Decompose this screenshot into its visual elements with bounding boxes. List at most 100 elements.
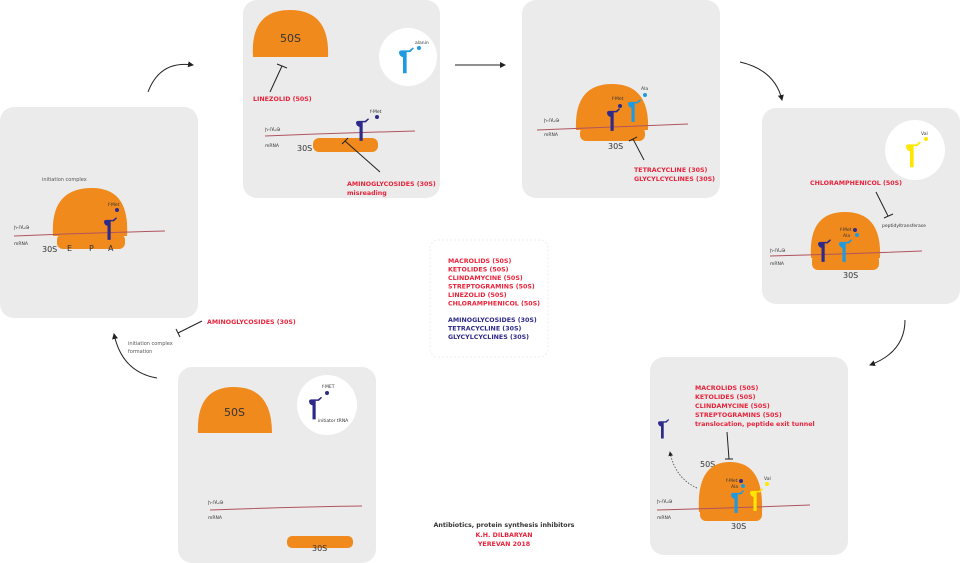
legend-item: MACROLIDS (50S) — [448, 258, 511, 265]
fmet-label: f-Met — [612, 96, 624, 102]
exit-arrow — [668, 451, 698, 489]
ribosome-30S — [700, 505, 762, 521]
inhibition-line — [269, 63, 288, 93]
30S-label: 30S — [312, 544, 327, 553]
initiation-step-annotation: AMINOGLYCOSIDES (30S) initiation complex… — [128, 319, 296, 355]
30S-label: 30S — [42, 245, 57, 254]
panel-translocation-content: MACROLIDS (50S) KETOLIDES (50S) CLINDAMY… — [656, 385, 815, 531]
macrolids-label: MACROLIDS (50S) — [695, 385, 758, 392]
aminoglycosides-label: AMINOGLYCOSIDES (30S) — [347, 181, 436, 188]
inhibition-line — [875, 191, 894, 219]
site-e: E — [67, 244, 72, 253]
trna-inset — [297, 375, 357, 435]
mrna-arm-label: ի-ՌՆԹ — [657, 499, 672, 505]
formation-label: formation — [128, 349, 152, 355]
legend-item: CHLORAMPHENICOL (50S) — [448, 301, 540, 308]
mrna-label: mRNA — [770, 261, 785, 267]
site-p: P — [89, 244, 94, 253]
val-label: Val — [764, 476, 771, 482]
mrna-arm-label: ի-ՌՆԹ — [544, 118, 559, 124]
chloramphenicol-label: CHLORAMPHENICOL (50S) — [810, 180, 902, 187]
streptogramins-label: STREPTOGRAMINS (50S) — [695, 412, 782, 419]
fmet-label: f-Met — [840, 227, 852, 233]
flow-arrow — [739, 61, 784, 101]
legend-item: KETOLIDES (50S) — [448, 267, 509, 274]
fmet-label: f-Met — [108, 202, 120, 208]
panel-top-content: 50S alanin LINEZOLID (50S) 30S f-Met ի-Ռ… — [252, 10, 437, 197]
30S-label: 30S — [297, 144, 312, 153]
30S-label: 30S — [731, 522, 746, 531]
ala-label: Ala — [641, 86, 648, 92]
mrna-label: mRNA — [657, 515, 672, 521]
inhibition-line — [175, 320, 203, 338]
mrna-strand — [264, 130, 416, 137]
footer-title: Antibiotics, protein synthesis inhibitor… — [434, 522, 575, 529]
legend-item: CLINDAMYCINE (50S) — [448, 275, 523, 282]
inhibition-line — [725, 431, 733, 460]
mrna-strand — [13, 230, 166, 237]
legend: MACROLIDS (50S) KETOLIDES (50S) CLINDAMY… — [448, 258, 540, 341]
ketolides-label: KETOLIDES (50S) — [695, 394, 756, 401]
flow-arrow — [112, 333, 158, 379]
initiator-trna-label: initiator tRNA — [318, 418, 349, 424]
mrna-label: mRNA — [208, 515, 223, 521]
val-label: Val — [921, 131, 928, 137]
initiation-complex: initiation complex f-Met ի-ՌՆԹ mRNA 30S … — [13, 177, 166, 254]
mrna-label: mRNA — [14, 241, 29, 247]
legend-box — [429, 239, 549, 358]
mrna-strand — [656, 504, 811, 511]
ribosome-30S — [580, 127, 645, 141]
ribosome-50S — [252, 10, 329, 57]
legend-item: GLYCYLCYCLINES (30S) — [448, 334, 529, 341]
50S-label: 50S — [700, 460, 715, 469]
50S-label: 50S — [280, 32, 301, 45]
legend-item: LINEZOLID (50S) — [448, 292, 507, 299]
ribosome-50S — [810, 212, 881, 258]
initiation-complex-label: initiation complex — [42, 177, 87, 183]
ribosome-30S — [287, 536, 353, 548]
flow-arrow — [869, 319, 906, 367]
mrna-arm-label: ի-ՌՆԹ — [265, 127, 280, 133]
linezolid-label: LINEZOLID (50S) — [253, 96, 312, 103]
translocation-label: translocation, peptide exit tunnel — [695, 421, 815, 428]
ala-label: Ala — [843, 233, 850, 239]
ribosome-30S — [812, 254, 879, 270]
mrna-label: mRNA — [544, 132, 559, 138]
misreading-label: misreading — [347, 190, 387, 197]
footer-place: YEREVAN 2018 — [477, 541, 530, 548]
panel-chloramphenicol-content: Val CHLORAMPHENICOL (50S) peptidyltransf… — [769, 120, 945, 280]
mrna-label: mRNA — [265, 143, 280, 149]
alanin-label: alanin — [415, 40, 429, 46]
tetracycline-label: TETRACYCLINE (30S) — [634, 167, 707, 174]
mrna-arm-label: ի-ՌՆԹ — [208, 500, 223, 506]
legend-item: AMINOGLYCOSIDES (30S) — [448, 317, 537, 324]
flow-arrow — [147, 61, 194, 93]
footer: Antibiotics, protein synthesis inhibitor… — [434, 522, 575, 548]
trna-inset — [379, 28, 437, 86]
ala-label: Ala — [731, 484, 738, 490]
inhibition-line — [628, 136, 645, 161]
mrna-strand — [209, 505, 363, 511]
panel-tetracycline-content: f-Met Ala ի-ՌՆԹ mRNA 30S TETRACYCLINE (3… — [536, 84, 715, 183]
fmet-label: f-Met — [370, 109, 382, 115]
mrna-arm-label: ի-ՌՆԹ — [14, 225, 29, 231]
footer-author: K.H. DILBARYAN — [476, 532, 533, 539]
legend-item: TETRACYCLINE (30S) — [448, 326, 521, 333]
30S-label: 30S — [608, 142, 623, 151]
aminoglycosides-label: AMINOGLYCOSIDES (30S) — [207, 319, 296, 326]
fmet-label: f-Met — [726, 478, 738, 484]
clindamycine-label: CLINDAMYCINE (50S) — [695, 403, 770, 410]
panel-subunits-content: 50S f-MET initiator tRNA ի-ՌՆԹ mRNA 30S — [197, 375, 363, 553]
fmet-label: f-MET — [322, 384, 335, 390]
30S-label: 30S — [843, 271, 858, 280]
trna-inset — [885, 120, 945, 180]
inhibition-line — [341, 137, 381, 173]
ribosome-50S — [575, 84, 649, 130]
glycylcyclines-label: GLYCYLCYCLINES (30S) — [634, 176, 715, 183]
initiation-complex-formation-label: initiation complex — [128, 341, 173, 347]
50S-label: 50S — [224, 406, 245, 419]
ribosome-50S — [197, 387, 272, 433]
peptidyltransferase-label: peptidyltransferase — [882, 223, 926, 229]
ribosome-50S — [698, 462, 763, 512]
